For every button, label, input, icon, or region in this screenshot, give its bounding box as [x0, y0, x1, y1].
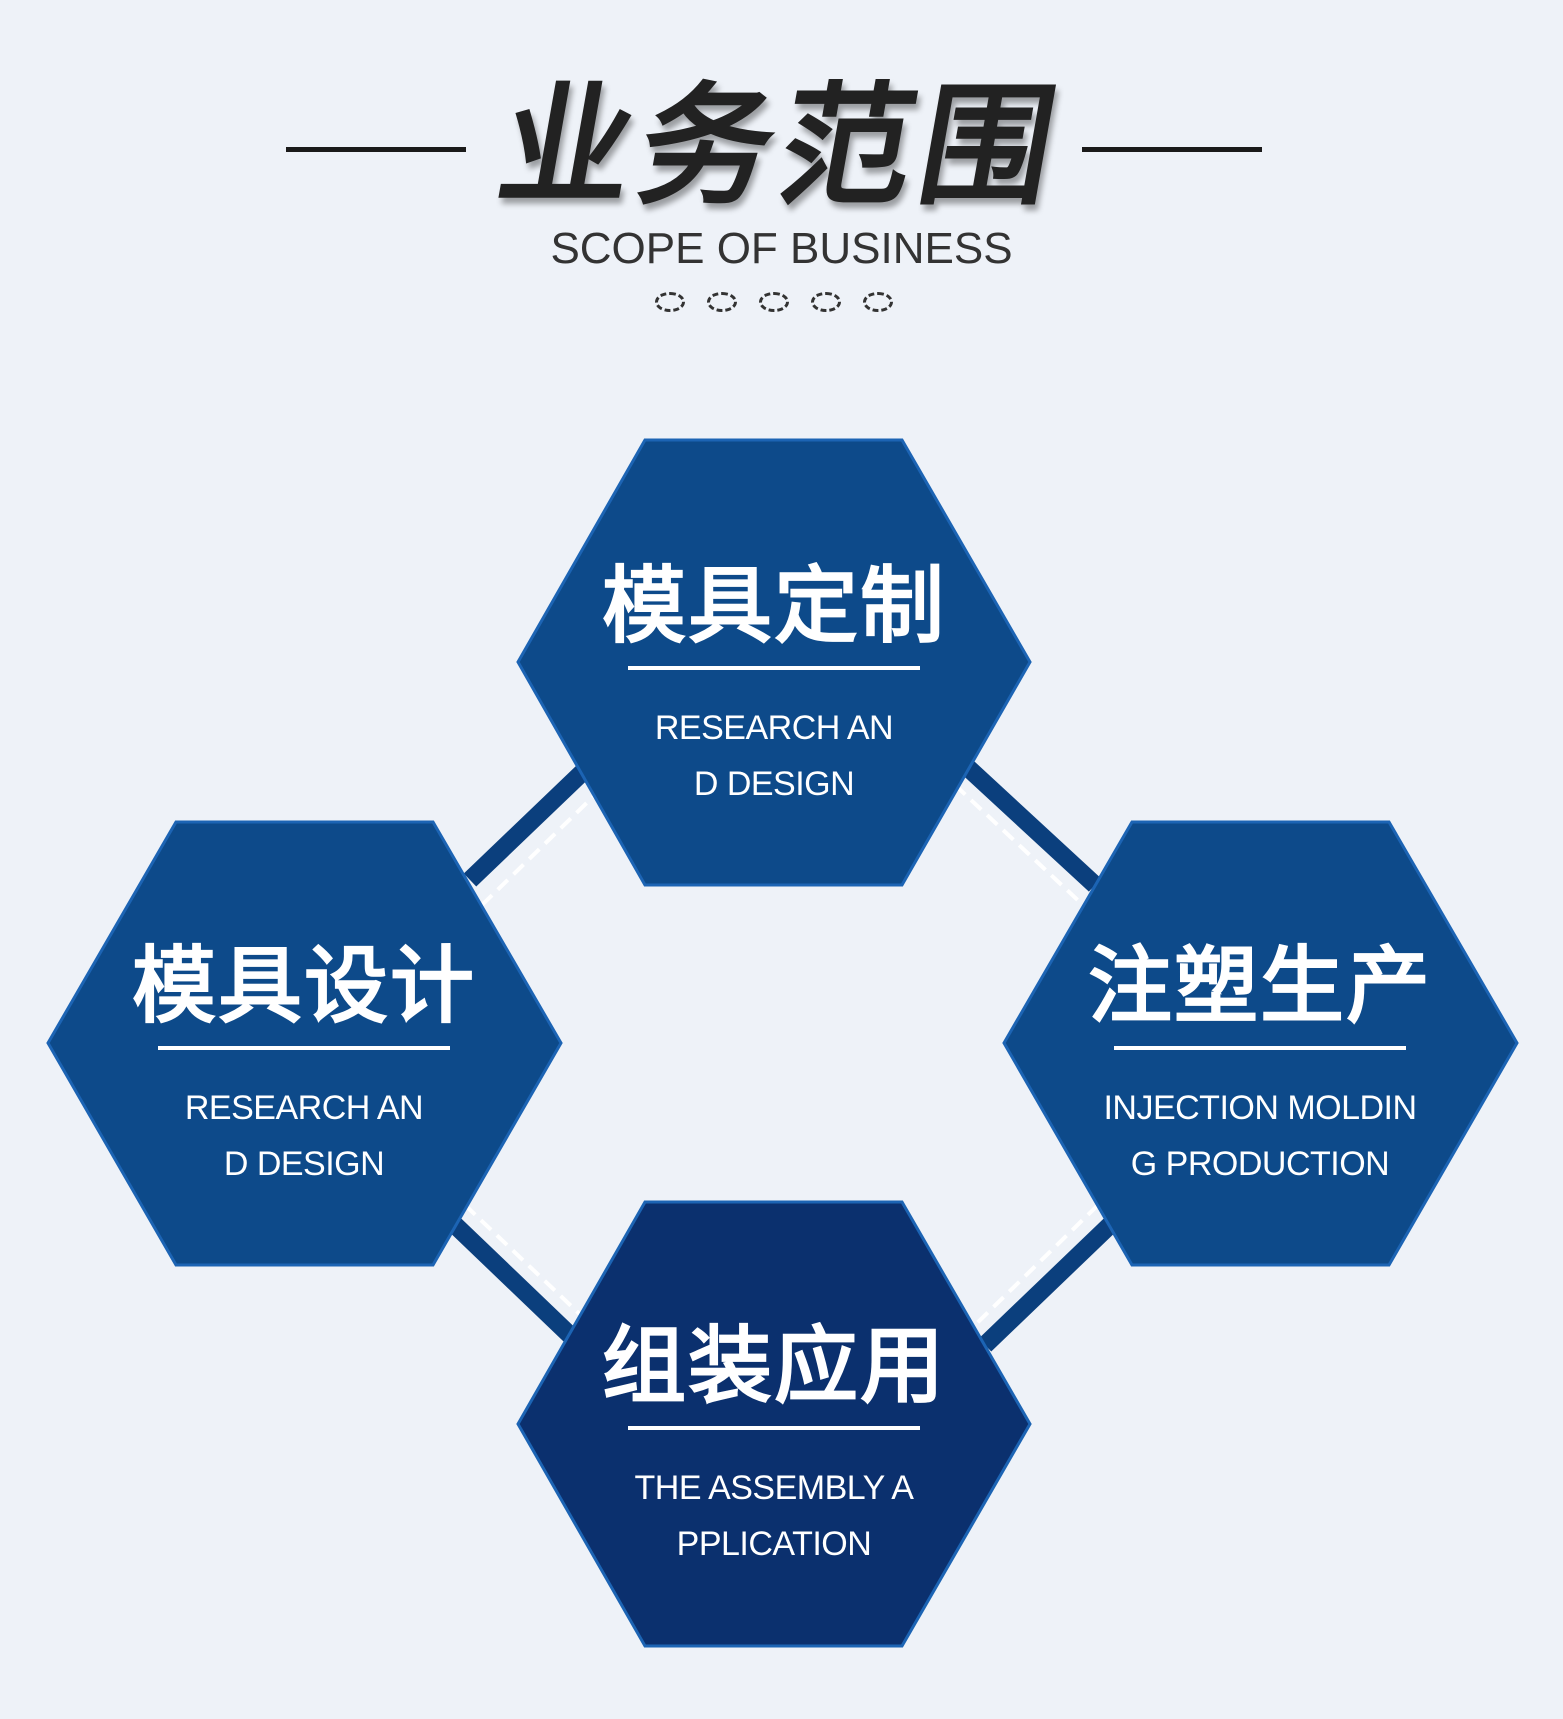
card-bottom-subtitle-line2: PPLICATION — [676, 1525, 872, 1563]
card-top-title: 模具定制 — [601, 557, 946, 655]
decor-dot — [759, 292, 789, 312]
decor-dot — [707, 292, 737, 312]
connector-top-left — [463, 758, 602, 907]
connector-bottom-right — [973, 1203, 1117, 1352]
card-top-subtitle: RESEARCH AN D DESIGN — [564, 700, 984, 812]
decor-dot — [655, 292, 685, 312]
card-top-divider — [628, 666, 920, 670]
decor-dot — [811, 292, 841, 312]
hex-right — [1002, 820, 1519, 1267]
card-left-divider — [158, 1046, 450, 1050]
card-left-title: 模具设计 — [131, 937, 476, 1035]
title-decor-line-left — [286, 147, 466, 152]
card-left-subtitle-line1: RESEARCH AN — [184, 1089, 424, 1127]
section-header: 业务范围 SCOPE OF BUSINESS — [0, 0, 1563, 340]
hex-bottom — [516, 1200, 1032, 1648]
card-bottom-subtitle-line1: THE ASSEMBLY A — [634, 1469, 914, 1507]
hex-top — [516, 438, 1032, 887]
card-top-subtitle-line2: D DESIGN — [693, 765, 855, 803]
connector-bottom-left — [448, 1203, 590, 1347]
card-bottom: 组装应用 THE ASSEMBLY A PPLICATION — [564, 1316, 984, 1572]
card-bottom-divider — [628, 1426, 920, 1430]
page-subtitle: SCOPE OF BUSINESS — [550, 224, 1013, 273]
title-decor-line-right — [1082, 147, 1262, 152]
card-right-subtitle-line2: G PRODUCTION — [1130, 1145, 1390, 1183]
card-left-subtitle-line2: D DESIGN — [223, 1145, 385, 1183]
card-right-subtitle: INJECTION MOLDIN G PRODUCTION — [1050, 1080, 1470, 1192]
decor-dot — [863, 292, 893, 312]
card-left-subtitle: RESEARCH AN D DESIGN — [94, 1080, 514, 1192]
card-right-divider — [1114, 1046, 1406, 1050]
card-top-subtitle-line1: RESEARCH AN — [654, 709, 894, 747]
card-bottom-subtitle: THE ASSEMBLY A PPLICATION — [564, 1460, 984, 1572]
connector-top-right — [953, 758, 1102, 907]
card-bottom-title: 组装应用 — [601, 1317, 946, 1415]
card-left: 模具设计 RESEARCH AN D DESIGN — [94, 936, 514, 1192]
decor-dots — [655, 290, 905, 320]
hex-left — [46, 820, 563, 1267]
card-right: 注塑生产 INJECTION MOLDIN G PRODUCTION — [1050, 936, 1470, 1192]
card-right-subtitle-line1: INJECTION MOLDIN — [1103, 1089, 1417, 1127]
card-top: 模具定制 RESEARCH AN D DESIGN — [564, 556, 984, 812]
card-right-title: 注塑生产 — [1087, 937, 1432, 1035]
